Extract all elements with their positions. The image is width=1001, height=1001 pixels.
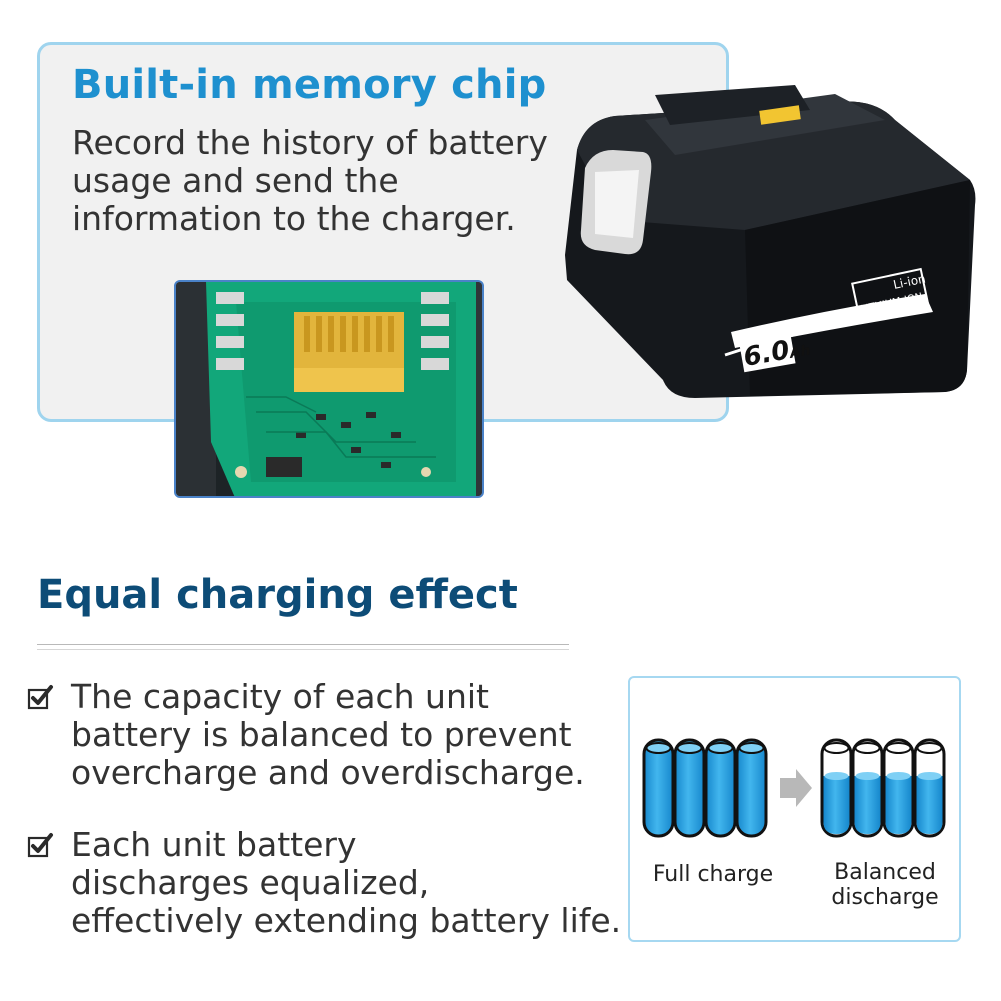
memory-chip-desc-line: Record the history of battery xyxy=(72,123,548,162)
equal-charging-title: Equal charging effect xyxy=(37,572,518,618)
bullet-text: The capacity of each unit battery is bal… xyxy=(71,678,585,792)
checkbox-checked-icon xyxy=(27,833,53,858)
bullet-line: The capacity of each unit xyxy=(71,677,489,716)
divider xyxy=(37,649,569,650)
divider xyxy=(37,644,569,645)
battery-cells-diagram xyxy=(642,738,946,838)
battery-badge-line1: Li-ion xyxy=(892,271,927,291)
bullet-text: Each unit battery discharges equalized, … xyxy=(71,826,621,940)
bullet-line: overcharge and overdischarge. xyxy=(71,753,585,792)
balanced-label-line: discharge xyxy=(831,885,939,910)
balanced-cells xyxy=(820,738,946,838)
arrow-right-icon xyxy=(780,769,812,807)
battery-capacity-text: 6.0Ah xyxy=(741,332,812,373)
checkbox-checked-icon xyxy=(27,685,53,710)
bullet-line: battery is balanced to prevent xyxy=(71,715,572,754)
memory-chip-desc-line: usage and send the xyxy=(72,161,399,200)
balanced-label-line: Balanced xyxy=(834,860,936,885)
balance-diagram-card: Full charge Balanced discharge xyxy=(628,676,961,942)
balanced-discharge-label: Balanced discharge xyxy=(820,860,950,910)
memory-chip-desc-line: information to the charger. xyxy=(72,199,516,238)
battery-pack-image: 6.0Ah Li-ion LITHIUM-ION xyxy=(555,80,980,400)
memory-chip-title: Built-in memory chip xyxy=(72,62,547,108)
memory-chip-description: Record the history of battery usage and … xyxy=(72,124,592,238)
circuit-board-image xyxy=(174,280,484,498)
full-charge-label: Full charge xyxy=(652,862,774,887)
full-charge-cells xyxy=(642,738,768,838)
bullet-line: effectively extending battery life. xyxy=(71,901,622,940)
bullet-line: Each unit battery xyxy=(71,825,357,864)
bullet-line: discharges equalized, xyxy=(71,863,430,902)
